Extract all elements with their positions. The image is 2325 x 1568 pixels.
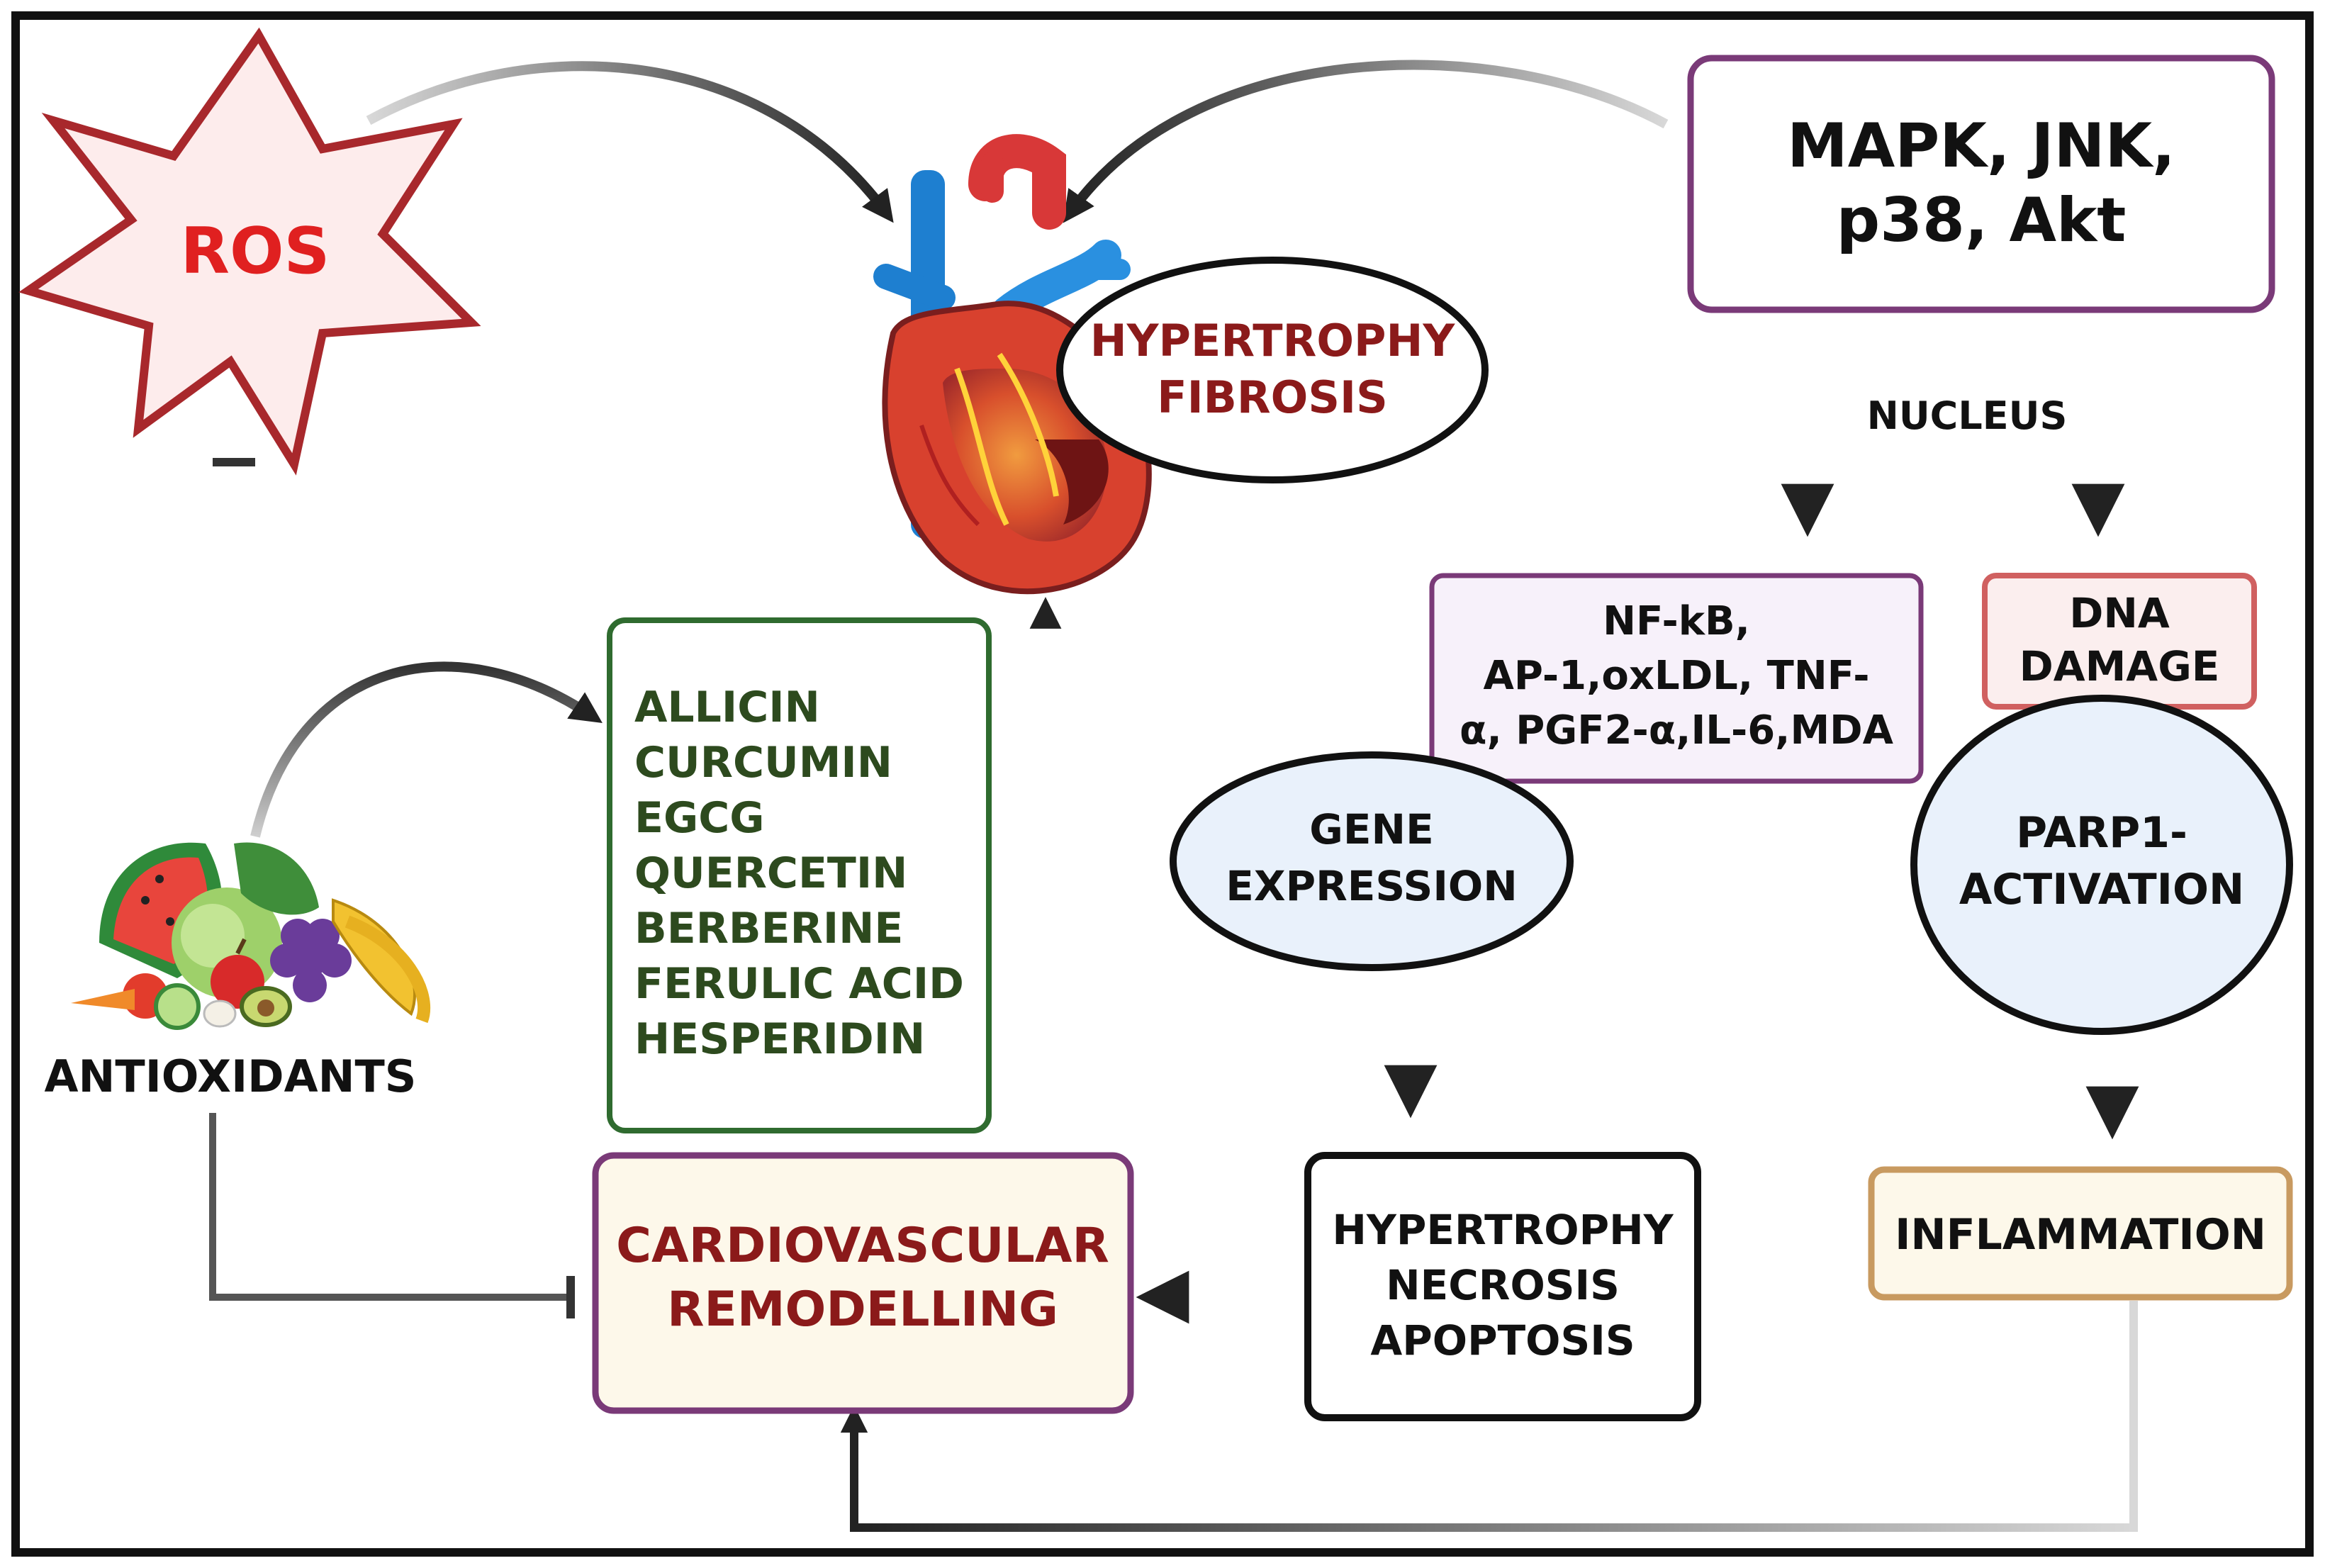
outcomes-line3: APOPTOSIS [1370, 1316, 1635, 1365]
outcomes-node: HYPERTROPHY NECROSIS APOPTOSIS [1304, 1152, 1701, 1421]
gene-line1: GENE [1309, 805, 1433, 853]
inhibit-line-antioxidants-remodelling [209, 1113, 567, 1301]
heart-label-line1: HYPERTROPHY [1090, 315, 1456, 366]
remodel-line1: CARDIOVASCULAR [616, 1218, 1109, 1274]
parp-line2: ACTIVATION [1959, 865, 2244, 914]
compound-5: FERULIC ACID [634, 959, 964, 1009]
compound-4: BERBERINE [634, 904, 903, 953]
outcomes-line1: HYPERTROPHY [1332, 1206, 1674, 1254]
transcription-line1: NF-kB, [1603, 598, 1750, 644]
dna-line1: DNA [2069, 589, 2170, 637]
parp1-activation-node: PARP1- ACTIVATION [1910, 695, 2293, 1035]
fruit-vegetable-basket-icon [71, 842, 431, 1030]
outer-frame [11, 11, 2314, 1557]
gene-expression-node: GENE EXPRESSION [1170, 751, 1574, 971]
ros-label: ROS [181, 214, 330, 289]
ros-node: ROS [18, 27, 481, 476]
ros-starburst [18, 27, 481, 476]
arrow-antioxidants-to-compounds [250, 661, 603, 838]
arrow-ros-to-heart [366, 61, 894, 223]
transcription-line3: α, PGF2-α,IL-6,MDA [1460, 707, 1894, 754]
inflammation-node: INFLAMMATION [1868, 1166, 2293, 1301]
nucleus-label: NUCLEUS [1867, 393, 2068, 438]
cardiovascular-remodelling-node: CARDIOVASCULAR REMODELLING [592, 1152, 1134, 1414]
arrow-inflammation-to-remodelling [840, 1301, 2138, 1532]
dna-line2: DAMAGE [2019, 642, 2220, 690]
inflammation-label: INFLAMMATION [1895, 1210, 2266, 1260]
antioxidants-label: ANTIOXIDANTS [45, 1051, 417, 1102]
compounds-node: ALLICIN CURCUMIN EGCG QUERCETIN BERBERIN… [607, 617, 992, 1133]
compound-1: CURCUMIN [634, 738, 892, 788]
kinases-line2: p38, Akt [1837, 185, 2127, 256]
compound-2: EGCG [634, 793, 765, 843]
compound-6: HESPERIDIN [634, 1014, 925, 1064]
kinases-node: MAPK, JNK, p38, Akt [1687, 55, 2275, 313]
parp-line1: PARP1- [2016, 808, 2187, 858]
compound-0: ALLICIN [634, 683, 820, 732]
hypertrophy-fibrosis-node: HYPERTROPHY FIBROSIS [1056, 257, 1489, 483]
transcription-factors-node: NF-kB, AP-1,oxLDL, TNF- α, PGF2-α,IL-6,M… [1429, 573, 1924, 784]
remodel-line2: REMODELLING [667, 1282, 1058, 1338]
compound-3: QUERCETIN [634, 849, 907, 898]
kinases-line1: MAPK, JNK, [1787, 111, 2175, 181]
gene-line2: EXPRESSION [1226, 862, 1518, 910]
outcomes-line2: NECROSIS [1386, 1261, 1620, 1309]
arrow-kinases-to-heart [1063, 60, 1669, 223]
dna-damage-node: DNA DAMAGE [1982, 573, 2257, 710]
heart-label-line2: FIBROSIS [1157, 371, 1388, 423]
transcription-line2: AP-1,oxLDL, TNF- [1484, 653, 1870, 699]
